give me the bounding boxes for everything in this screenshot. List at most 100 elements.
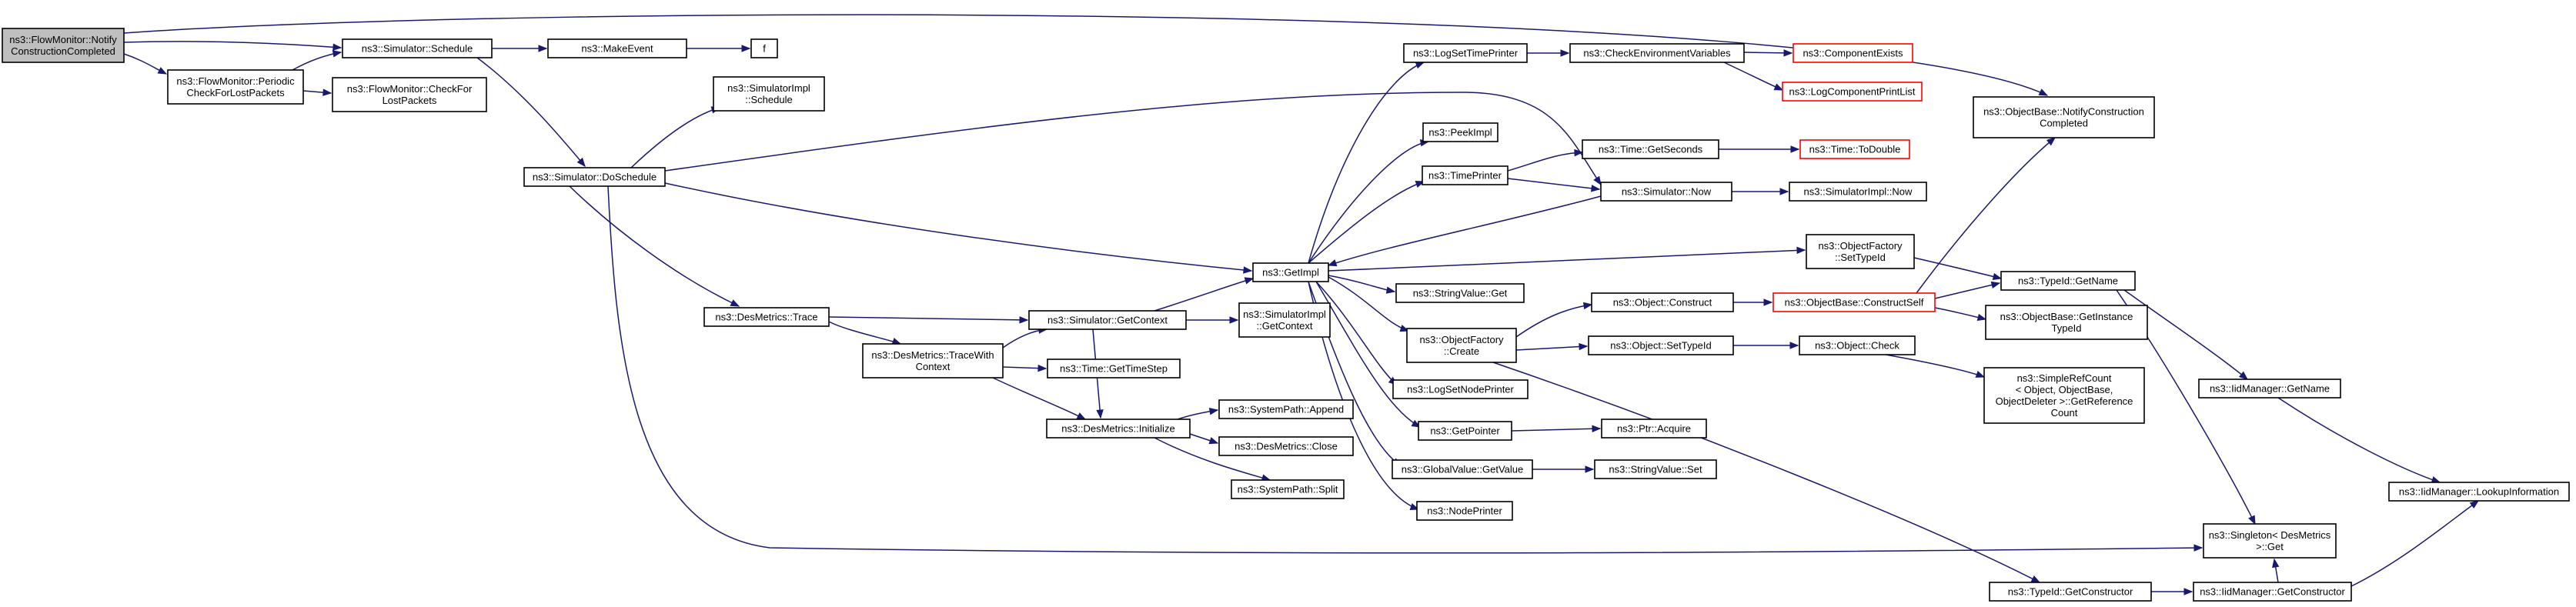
node-nodeprinter[interactable]: ns3::NodePrinter (1416, 501, 1513, 521)
arrowhead-icon (2469, 500, 2480, 509)
node-globalvalue-getvalue[interactable]: ns3::GlobalValue::GetValue (1392, 459, 1533, 479)
node-check-lost[interactable]: ns3::FlowMonitor::CheckForLostPackets (332, 77, 487, 112)
node-objectfactory-settypeid[interactable]: ns3::ObjectFactory::SetTypeId (1806, 234, 1915, 269)
node-iidmanager-getconstructor[interactable]: ns3::IidManager::GetConstructor (2193, 582, 2352, 602)
node-objectbase-constructself[interactable]: ns3::ObjectBase::ConstructSelf (1772, 292, 1936, 312)
node-check-env[interactable]: ns3::CheckEnvironmentVariables (1569, 43, 1745, 63)
edge-desmetrics_initialize-to-systempath_append (1177, 408, 1219, 420)
node-doschedule[interactable]: ns3::Simulator::DoSchedule (523, 167, 666, 187)
node-box (1600, 182, 1732, 202)
node-logsettimeprinter[interactable]: ns3::LogSetTimePrinter (1403, 43, 1528, 63)
node-label: >::Get (2256, 541, 2284, 552)
node-object-settypeid[interactable]: ns3::Object::SetTypeId (1588, 335, 1734, 355)
node-desmetrics-initialize[interactable]: ns3::DesMetrics::Initialize (1046, 419, 1191, 439)
node-label: ns3::GetImpl (1262, 267, 1319, 278)
edge-objectbase_constructself-to-objectbase_notify (1916, 137, 2056, 294)
node-singleton-get[interactable]: ns3::Singleton< DesMetrics >::Get (2203, 523, 2337, 559)
edge-line (992, 377, 1086, 420)
node-box (547, 38, 687, 58)
node-box (1047, 359, 1181, 379)
node-label: ns3::IidManager::LookupInformation (2399, 486, 2559, 498)
edge-timeprinter-to-simulator_now (1507, 178, 1601, 192)
edge-line (1308, 62, 1425, 264)
node-getimpl[interactable]: ns3::GetImpl (1252, 262, 1329, 282)
arrowhead-icon (1763, 298, 1773, 306)
arrowhead-icon (1585, 465, 1595, 473)
node-logsetnodeprinter[interactable]: ns3::LogSetNodePrinter (1392, 379, 1529, 399)
node-object-construct[interactable]: ns3::Object::Construct (1591, 292, 1734, 312)
node-label: ns3::DesMetrics::Trace (715, 312, 817, 323)
node-iidmanager-lookup[interactable]: ns3::IidManager::LookupInformation (2388, 482, 2570, 502)
node-f[interactable]: f (750, 38, 778, 58)
arrowhead-icon (1592, 425, 1602, 433)
node-simplerefcount[interactable]: ns3::SimpleRefCount< Object, ObjectBase,… (1983, 367, 2145, 424)
node-label: ns3::ObjectBase::NotifyConstruction (1983, 106, 2144, 118)
node-timeprinter[interactable]: ns3::TimePrinter (1422, 165, 1509, 185)
node-desmetrics-close[interactable]: ns3::DesMetrics::Close (1218, 436, 1354, 456)
node-log-component-print[interactable]: ns3::LogComponentPrintList (1782, 82, 1923, 102)
node-typeid-getconstructor[interactable]: ns3::TypeId::GetConstructor (1989, 582, 2152, 602)
arrowhead-icon (1783, 49, 1793, 57)
node-objectbase-notify[interactable]: ns3::ObjectBase::NotifyConstructionCompl… (1973, 96, 2155, 138)
edge-periodic_check-to-check_lost (302, 88, 332, 96)
node-object-check[interactable]: ns3::Object::Check (1799, 335, 1916, 355)
node-box (1392, 379, 1529, 399)
edge-line (2350, 500, 2479, 587)
arrowhead-icon (1591, 185, 1601, 192)
node-peekimpl[interactable]: ns3::PeekImpl (1422, 122, 1498, 142)
node-time-getseconds[interactable]: ns3::Time::GetSeconds (1582, 139, 1719, 159)
node-box (1806, 234, 1915, 269)
edge-object_check-to-simplerefcount (1885, 354, 1986, 378)
node-systempath-append[interactable]: ns3::SystemPath::Append (1218, 399, 1354, 419)
node-time-gettimestep[interactable]: ns3::Time::GetTimeStep (1047, 359, 1181, 379)
node-label: ::Schedule (745, 94, 792, 105)
edge-objectbase_constructself-to-objectbase_getinstance (1934, 307, 1987, 322)
edge-getimpl-to-stringvalue_get (1328, 275, 1396, 294)
node-simimpl-getcontext[interactable]: ns3::SimulatorImpl::GetContext (1238, 302, 1331, 338)
arrowhead-icon (1385, 286, 1396, 294)
arrowhead-icon (1243, 266, 1253, 274)
edge-typeid_getname-to-iidmanager_getname (2123, 289, 2249, 380)
node-box (2193, 582, 2352, 602)
node-time-todouble[interactable]: ns3::Time::ToDouble (1799, 139, 1910, 159)
node-typeid-getname[interactable]: ns3::TypeId::GetName (2000, 271, 2136, 291)
node-getpointer[interactable]: ns3::GetPointer (1418, 421, 1512, 441)
edge-line (630, 107, 720, 168)
node-makeevent[interactable]: ns3::MakeEvent (547, 38, 687, 58)
node-box (1799, 335, 1916, 355)
node-ptr-acquire[interactable]: ns3::Ptr::Acquire (1601, 419, 1707, 439)
node-flowmonitor-notify[interactable]: ns3::FlowMonitor::NotifyConstructionComp… (2, 28, 125, 63)
node-box (1231, 479, 1345, 499)
arrowhead-icon (1579, 342, 1589, 351)
node-iidmanager-getname[interactable]: ns3::IidManager::GetName (2198, 379, 2341, 399)
node-stringvalue-get[interactable]: ns3::StringValue::Get (1395, 283, 1525, 303)
node-label: ::SetTypeId (1835, 252, 1886, 263)
edge-objectfactory_create-to-typeid_getconstructor (1492, 362, 2041, 583)
node-simimpl-now[interactable]: ns3::SimulatorImpl::Now (1789, 182, 1927, 202)
node-systempath-split[interactable]: ns3::SystemPath::Split (1231, 479, 1345, 499)
arrowhead-icon (2272, 558, 2280, 569)
arrowhead-icon (2238, 371, 2249, 380)
node-box (1782, 82, 1923, 102)
node-stringvalue-set[interactable]: ns3::StringValue::Set (1594, 459, 1717, 479)
node-label: ns3::Ptr::Acquire (1617, 423, 1691, 435)
edge-timeprinter-to-time_getseconds (1507, 148, 1584, 172)
arrowhead-icon (1560, 49, 1570, 57)
node-simulator-schedule[interactable]: ns3::Simulator::Schedule (342, 38, 493, 58)
edge-line (1723, 62, 1783, 91)
node-getcontext[interactable]: ns3::Simulator::GetContext (1028, 310, 1187, 330)
node-simimpl-schedule[interactable]: ns3::SimulatorImpl::Schedule (713, 76, 825, 112)
node-box (1406, 328, 1517, 363)
node-component-exists[interactable]: ns3::ComponentExists (1793, 43, 1913, 63)
node-simulator-now[interactable]: ns3::Simulator::Now (1600, 182, 1732, 202)
node-desmetrics-trace[interactable]: ns3::DesMetrics::Trace (703, 307, 830, 327)
node-objectfactory-create[interactable]: ns3::ObjectFactory::Create (1406, 328, 1517, 363)
node-box (2203, 523, 2337, 559)
node-label: ns3::DesMetrics::Close (1235, 441, 1338, 452)
node-periodic-check[interactable]: ns3::FlowMonitor::PeriodicCheckForLostPa… (167, 69, 304, 105)
edge-line (1515, 345, 1588, 351)
node-label: CheckForLostPackets (186, 87, 285, 98)
edge-line (1913, 257, 2002, 279)
